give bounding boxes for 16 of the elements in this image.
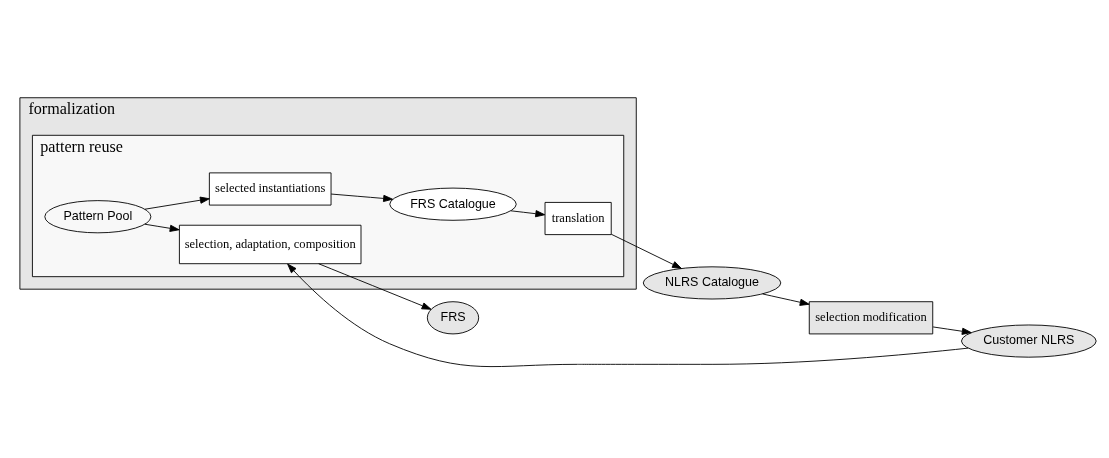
node-box: translation xyxy=(544,201,612,236)
node-box: selection modification xyxy=(808,301,934,335)
arrow xyxy=(610,233,682,269)
node-box: selection, adaptation, composition xyxy=(178,224,362,265)
arrow xyxy=(762,293,810,306)
node-ellipse: FRS xyxy=(426,301,480,335)
arrow xyxy=(144,223,180,232)
node-box: selected instantiations xyxy=(208,172,332,206)
node-ellipse: FRS Catalogue xyxy=(389,187,517,221)
arrow xyxy=(510,210,546,218)
node-ellipse: NLRS Catalogue xyxy=(642,266,782,300)
arrow xyxy=(932,326,972,335)
node-ellipse: Pattern Pool xyxy=(44,200,152,234)
arrow xyxy=(330,193,393,202)
arrow xyxy=(144,196,210,210)
arrow xyxy=(318,263,432,310)
